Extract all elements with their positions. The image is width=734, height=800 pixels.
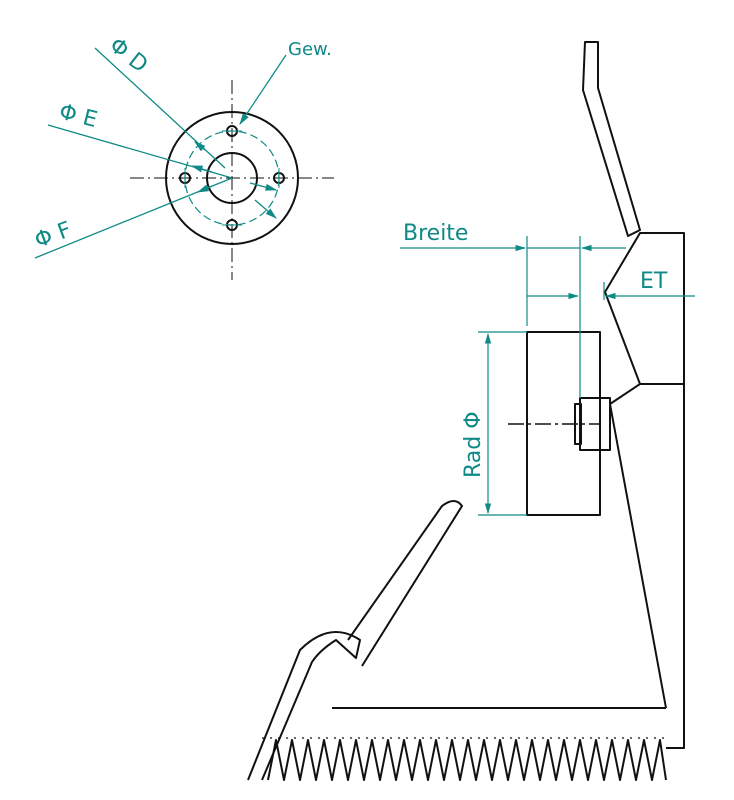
cutter-teeth [267,739,667,781]
label-gew: Gew. [288,39,332,60]
hub-flange-view: Gew. Φ D Φ E Φ F [32,33,334,280]
label-phi-e: Φ E [57,100,100,134]
arm-grip [247,631,361,781]
leader-gew [239,54,287,125]
machine-side-view [247,41,685,781]
label-rad-phi: Rad Φ [461,411,486,478]
leader-phi-d [94,47,226,169]
dimension-annotations [400,236,695,516]
handle-bar [582,41,641,237]
label-breite: Breite [403,221,468,246]
push-arm [347,500,463,667]
label-phi-f: Φ F [32,218,75,254]
upper-housing [604,232,685,385]
main-frame [640,383,685,749]
label-et: ET [640,269,668,294]
label-phi-d: Φ D [104,33,152,78]
